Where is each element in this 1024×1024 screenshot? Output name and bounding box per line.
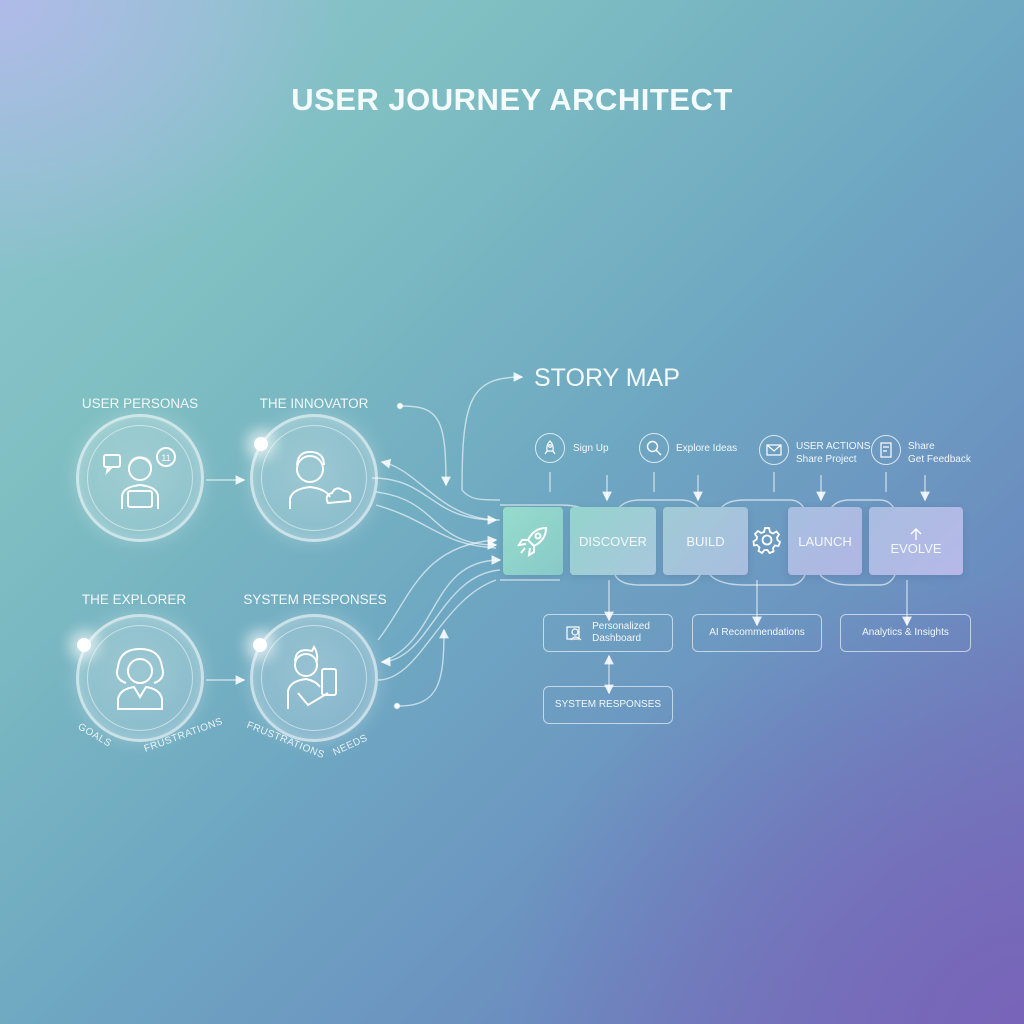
highlight-glow [254, 437, 268, 451]
action-line: Share [908, 441, 935, 452]
stage-evolve-label: EVOLVE [890, 540, 942, 556]
response-ai-recommendations[interactable]: AI Recommendations [692, 614, 822, 652]
user-personas-label: USER PERSONAS [81, 396, 199, 411]
dashboard-user-icon [566, 626, 582, 641]
system-responses-box[interactable]: SYSTEM RESPONSES [543, 686, 673, 724]
action-line: Get Feedback [908, 454, 971, 465]
rocket-icon[interactable] [535, 433, 565, 463]
gear-icon [752, 525, 782, 560]
innovator-node[interactable] [250, 414, 378, 542]
innovator-label: THE INNOVATOR [259, 396, 369, 411]
person-laptop-icon: 11 [103, 447, 176, 509]
rocket-icon [517, 526, 548, 557]
action-line: USER ACTIONS [796, 441, 871, 452]
document-icon[interactable] [871, 435, 901, 465]
start-stage[interactable] [503, 507, 563, 575]
person-cloud-icon [289, 450, 352, 509]
action-user-actions: USER ACTIONS Share Project [796, 440, 870, 466]
action-sign-up: Sign Up [573, 443, 609, 454]
chat-badge: 11 [161, 453, 170, 463]
explorer-node[interactable] [76, 614, 204, 742]
highlight-glow [77, 638, 91, 652]
system-responses-label: SYSTEM RESPONSES [243, 592, 387, 607]
person-woman-icon [116, 647, 164, 710]
stage-discover[interactable]: DISCOVER [570, 507, 656, 575]
action-explore-ideas: Explore Ideas [676, 443, 738, 454]
explorer-label: THE EXPLORER [81, 592, 187, 607]
user-personas-node[interactable]: 11 [76, 414, 204, 542]
response-line: Personalized [592, 621, 650, 632]
person-phone-icon [287, 645, 337, 709]
mail-icon[interactable] [759, 435, 789, 465]
system-responses-node[interactable] [250, 614, 378, 742]
response-analytics-insights[interactable]: Analytics & Insights [840, 614, 971, 652]
stage-build[interactable]: BUILD [663, 507, 748, 575]
story-map-title: STORY MAP [534, 364, 680, 392]
response-line: Dashboard [592, 633, 642, 644]
page-title: USER JOURNEY ARCHITECT [291, 82, 733, 117]
stage-launch[interactable]: LAUNCH [788, 507, 862, 575]
stage-evolve[interactable]: EVOLVE [869, 507, 963, 575]
action-line: Share Project [796, 454, 857, 465]
search-icon[interactable] [639, 433, 669, 463]
highlight-glow [253, 638, 267, 652]
arrow-up-icon [910, 527, 922, 540]
